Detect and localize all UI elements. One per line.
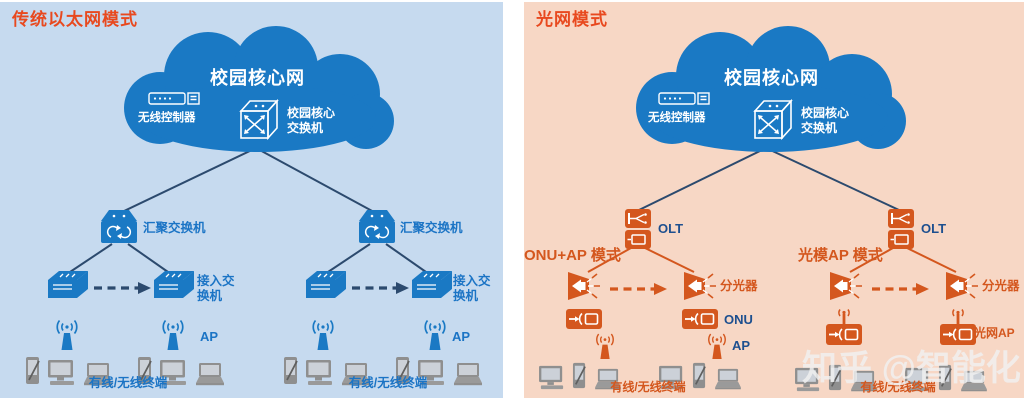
olt-label: OLT: [658, 221, 684, 236]
splitter-label: 分光器: [982, 279, 1020, 293]
terminals-label: 有线/无线终端: [348, 376, 428, 390]
ap-label: AP: [452, 329, 471, 344]
core-switch-icon: [750, 98, 796, 142]
ap-label: AP: [200, 329, 219, 344]
aggregation-switch-label: 汇聚交换机: [143, 221, 206, 235]
panel-title: 光网模式: [536, 10, 608, 29]
onu-icon: [566, 308, 602, 330]
ap-antenna-icon: [422, 318, 448, 350]
access-switch-icon: [152, 268, 196, 300]
olt-icon: [623, 208, 653, 250]
access-switch-icon: [46, 268, 90, 300]
splitter-label: 分光器: [720, 279, 758, 293]
olt-icon: [886, 208, 916, 250]
optical-ap-label: 光网AP: [974, 326, 1015, 340]
wireless-controller-label: 无线控制器: [648, 112, 706, 124]
optical-splitter-icon: [943, 270, 979, 302]
aggregation-switch-icon: [98, 208, 140, 246]
desktop-icon: [538, 365, 566, 390]
core-switch-label: 校园核心 交换机: [287, 106, 336, 135]
optical-splitter-icon: [565, 270, 601, 302]
ap-antenna-icon: [160, 318, 186, 350]
access-switch-icon: [410, 268, 454, 300]
onu-icon: [682, 308, 718, 330]
ap-antenna-icon: [706, 332, 728, 359]
aggregation-switch-label: 汇聚交换机: [400, 221, 463, 235]
ap-antenna-icon: [594, 332, 616, 359]
ap-antenna-icon: [54, 318, 80, 350]
ap-antenna-icon: [310, 318, 336, 350]
access-switch-label: 接入交 换机: [453, 274, 491, 304]
panel-title: 传统以太网模式: [12, 10, 138, 29]
core-switch-label: 校园核心 交换机: [801, 106, 850, 135]
ap-label: AP: [732, 338, 751, 353]
optical-splitter-icon: [681, 270, 717, 302]
core-switch-icon: [236, 98, 282, 142]
laptop-icon: [194, 362, 226, 386]
cloud-label: 校园核心网: [210, 68, 305, 88]
wireless-controller-label: 无线控制器: [138, 112, 196, 124]
aggregation-switch-icon: [356, 208, 398, 246]
panel-traditional-ethernet: 传统以太网模式 校园核心网 无线控制器 校园核心 交换机 汇聚交换机 汇聚交换机…: [0, 2, 503, 398]
pda-icon: [282, 356, 300, 386]
wireless-controller-icon: [148, 88, 200, 108]
cloud-label: 校园核心网: [724, 68, 819, 88]
connector-lines-right: [587, 147, 957, 295]
mode-onu-ap-label: ONU+AP 模式: [524, 247, 621, 264]
terminals-label: 有线/无线终端: [860, 380, 936, 394]
terminals-label: 有线/无线终端: [610, 380, 686, 394]
olt-label: OLT: [921, 221, 947, 236]
optical-splitter-icon: [827, 270, 863, 302]
watermark: 知乎 @智能化: [802, 349, 1021, 388]
panel-optical-network: 光网模式 校园核心网 无线控制器 校园核心 交换机 OLT ONU+AP 模式 …: [524, 2, 1024, 398]
terminals-label: 有线/无线终端: [88, 376, 168, 390]
access-switch-icon: [304, 268, 348, 300]
wireless-controller-icon: [658, 88, 710, 108]
mode-optical-ap-label: 光模AP 模式: [798, 247, 883, 264]
access-switch-label: 接入交 换机: [197, 274, 235, 304]
onu-label: ONU: [724, 312, 753, 327]
pda-icon: [24, 356, 42, 386]
connector-lines-left: [69, 147, 427, 294]
